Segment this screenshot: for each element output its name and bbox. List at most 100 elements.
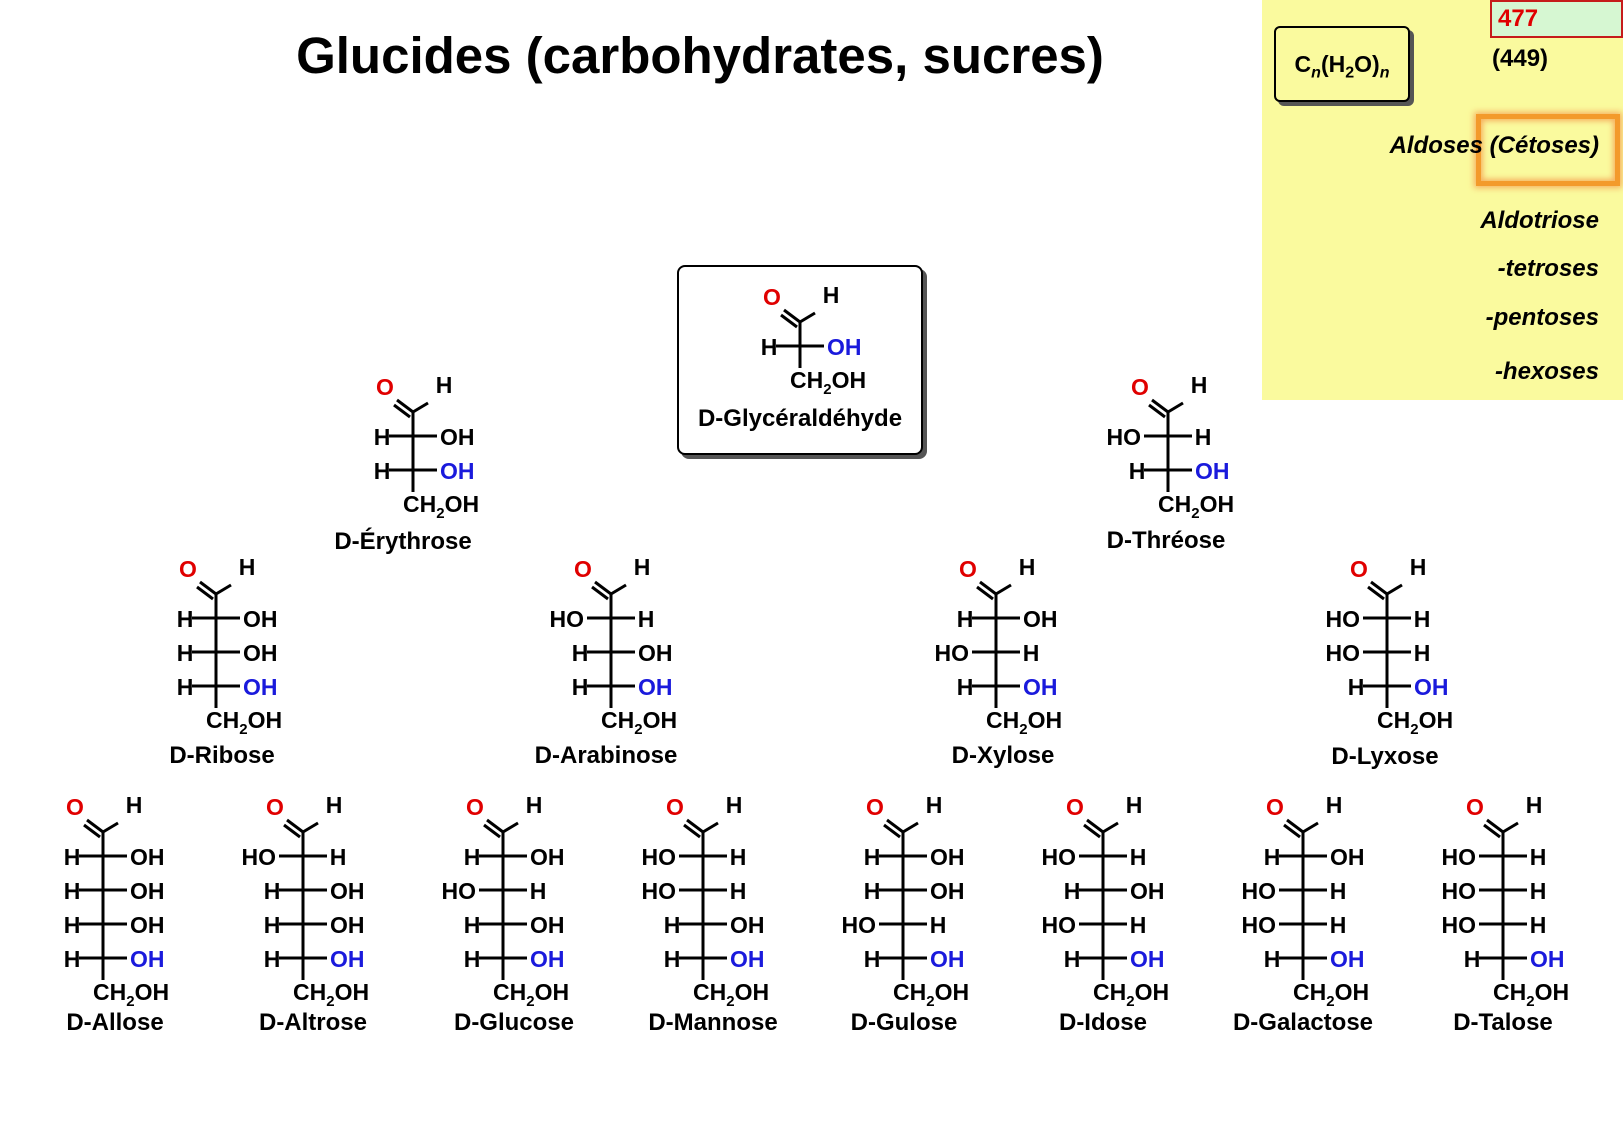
- substituent-ho: HO: [1107, 424, 1142, 450]
- formula-close: O): [1354, 51, 1380, 77]
- aldehyde-oxygen: O: [1066, 794, 1084, 820]
- co-double-bond: [486, 818, 504, 834]
- formula-n2: n: [1379, 64, 1390, 82]
- substituent-h: H: [1064, 946, 1081, 972]
- co-double-bond: [1151, 398, 1169, 414]
- co-double-bond-2: [780, 313, 798, 329]
- substituent-h: H: [957, 606, 974, 632]
- co-double-bond: [1370, 580, 1388, 596]
- terminal-ch2oh: CH2OH: [1158, 491, 1234, 522]
- aldoses-label: Aldoses: [1389, 132, 1483, 159]
- molecule-name: D-Glucose: [454, 1009, 574, 1036]
- substituent-h: H: [864, 878, 881, 904]
- substituent-oh: OH: [130, 878, 165, 904]
- substituent-oh: OH: [730, 946, 765, 972]
- co-double-bond-2: [196, 585, 214, 601]
- substituent-oh: OH: [530, 912, 565, 938]
- substituent-h: H: [1064, 878, 1081, 904]
- substituent-oh: OH: [930, 878, 965, 904]
- substituent-oh: OH: [930, 844, 965, 870]
- aldehyde-hydrogen: H: [1019, 554, 1036, 580]
- page-title: Glucides (carbohydrates, sucres): [296, 27, 1104, 84]
- co-double-bond: [286, 818, 304, 834]
- aldehyde-oxygen: O: [1350, 556, 1368, 582]
- substituent-oh: OH: [638, 640, 673, 666]
- formula-open: (H: [1320, 51, 1346, 77]
- molecule-name: D-Thréose: [1107, 527, 1226, 554]
- co-double-bond-2: [483, 823, 501, 839]
- substituent-ho: HO: [642, 878, 677, 904]
- molecule-name: D-Galactose: [1233, 1009, 1373, 1036]
- substituent-h: H: [464, 844, 481, 870]
- substituent-h: H: [177, 640, 194, 666]
- aldoses-cetoses-label: Aldoses (Cétoses): [1390, 132, 1599, 160]
- ch-bond: [1386, 583, 1403, 596]
- molecule-name: D-Talose: [1453, 1009, 1553, 1036]
- molecule-name: D-Érythrose: [334, 527, 471, 555]
- substituent-h: H: [1530, 844, 1547, 870]
- molecule-name: D-Allose: [66, 1009, 163, 1036]
- substituent-oh: OH: [243, 606, 278, 632]
- substituent-ho: HO: [1042, 912, 1077, 938]
- substituent-h: H: [638, 606, 655, 632]
- substituent-h: H: [1330, 912, 1347, 938]
- aldehyde-hydrogen: H: [1326, 792, 1343, 818]
- substituent-oh: OH: [1414, 674, 1449, 700]
- substituent-oh: OH: [330, 946, 365, 972]
- substituent-oh: OH: [440, 458, 475, 484]
- aldehyde-oxygen: O: [866, 794, 884, 820]
- co-double-bond: [686, 818, 704, 834]
- molecule-name: D-Xylose: [952, 742, 1055, 769]
- ch-bond: [902, 821, 919, 834]
- aldehyde-hydrogen: H: [823, 282, 840, 308]
- ch-bond: [799, 311, 816, 324]
- co-double-bond-2: [1083, 823, 1101, 839]
- substituent-oh: OH: [1130, 946, 1165, 972]
- substituent-h: H: [464, 946, 481, 972]
- general-formula-box: Cn(H2O)n: [1274, 26, 1410, 102]
- co-double-bond: [1086, 818, 1104, 834]
- substituent-oh: OH: [1130, 878, 1165, 904]
- substituent-ho: HO: [1042, 844, 1077, 870]
- substituent-h: H: [1023, 640, 1040, 666]
- substituent-oh: OH: [243, 674, 278, 700]
- aldehyde-hydrogen: H: [1410, 554, 1427, 580]
- aldehyde-hydrogen: H: [326, 792, 343, 818]
- co-double-bond: [1286, 818, 1304, 834]
- ch-bond: [995, 583, 1012, 596]
- terminal-ch2oh: CH2OH: [1377, 707, 1453, 738]
- aldehyde-hydrogen: H: [726, 792, 743, 818]
- substituent-oh: OH: [827, 334, 862, 360]
- aldehyde-oxygen: O: [66, 794, 84, 820]
- aldehyde-oxygen: O: [266, 794, 284, 820]
- substituent-h: H: [864, 946, 881, 972]
- molecule-name: D-Glycéraldéhyde: [698, 405, 902, 432]
- substituent-ho: HO: [242, 844, 277, 870]
- terminal-ch2oh: CH2OH: [1093, 979, 1169, 1010]
- substituent-h: H: [1330, 878, 1347, 904]
- substituent-oh: OH: [440, 424, 475, 450]
- substituent-oh: OH: [530, 844, 565, 870]
- substituent-h: H: [730, 878, 747, 904]
- substituent-h: H: [264, 912, 281, 938]
- co-double-bond: [886, 818, 904, 834]
- substituent-ho: HO: [1442, 878, 1477, 904]
- substituent-h: H: [761, 334, 778, 360]
- substituent-h: H: [1264, 844, 1281, 870]
- co-double-bond: [979, 580, 997, 596]
- terminal-ch2oh: CH2OH: [1293, 979, 1369, 1010]
- substituent-oh: OH: [130, 946, 165, 972]
- aldehyde-hydrogen: H: [126, 792, 143, 818]
- substituent-h: H: [330, 844, 347, 870]
- co-double-bond: [783, 308, 801, 324]
- terminal-ch2oh: CH2OH: [893, 979, 969, 1010]
- substituent-h: H: [1414, 640, 1431, 666]
- molecule-name: D-Lyxose: [1331, 743, 1438, 770]
- substituent-h: H: [64, 844, 81, 870]
- substituent-ho: HO: [1442, 844, 1477, 870]
